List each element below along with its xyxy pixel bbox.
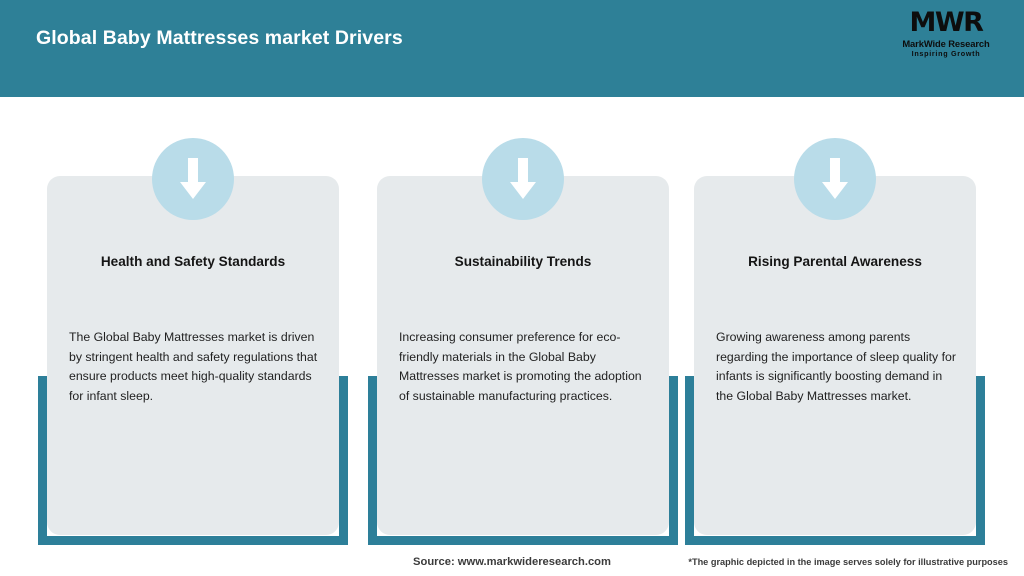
brand-logo: MWR MarkWide Research Inspiring Growth [892, 8, 1000, 70]
disclaimer-label: *The graphic depicted in the image serve… [688, 557, 1008, 567]
header-bar: Global Baby Mattresses market Drivers MW… [0, 0, 1024, 97]
card-panel: Sustainability Trends Increasing consume… [377, 138, 669, 535]
card-body-text: The Global Baby Mattresses market is dri… [69, 330, 318, 403]
logo-company-name: MarkWide Research [902, 38, 990, 49]
card-accent-frame [685, 376, 985, 545]
page-title: Global Baby Mattresses market Drivers [36, 27, 403, 49]
card-title: Sustainability Trends [454, 254, 592, 269]
down-arrow-icon [152, 138, 234, 220]
driver-card-2: Sustainability Trends Increasing consume… [368, 0, 678, 576]
down-arrow-icon [482, 138, 564, 220]
logo-tagline: Inspiring Growth [911, 49, 981, 58]
card-title: Rising Parental Awareness [748, 254, 922, 269]
driver-card-3: Rising Parental Awareness Growing awaren… [685, 0, 985, 576]
card-panel: Health and Safety Standards The Global B… [47, 138, 339, 535]
logo-monogram-icon: MWR [909, 7, 984, 38]
card-accent-frame [368, 376, 678, 545]
driver-card-1: Health and Safety Standards The Global B… [38, 0, 348, 576]
down-arrow-icon [794, 138, 876, 220]
source-label: Source: www.markwideresearch.com [413, 556, 611, 568]
card-accent-frame [38, 376, 348, 545]
card-panel: Rising Parental Awareness Growing awaren… [694, 138, 976, 535]
card-body-text: Growing awareness among parents regardin… [716, 330, 956, 403]
card-body-text: Increasing consumer preference for eco-f… [399, 330, 642, 403]
card-title: Health and Safety Standards [100, 254, 286, 269]
